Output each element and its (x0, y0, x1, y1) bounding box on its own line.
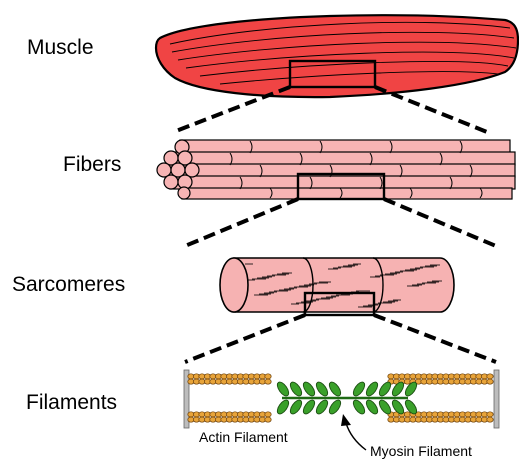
myosin-filament (275, 380, 419, 416)
label-myosin-filament: Myosin Filament (370, 443, 472, 459)
muscle-shape (156, 15, 518, 97)
fiber-bundle (157, 140, 515, 199)
label-actin-filament: Actin Filament (199, 429, 288, 445)
zoom-lines-2 (185, 199, 496, 246)
label-sarcomeres: Sarcomeres (12, 273, 125, 296)
sarcomere-cylinder (220, 258, 454, 312)
zoom-lines-3 (185, 315, 496, 362)
label-filaments: Filaments (26, 391, 117, 414)
z-line-right (494, 370, 499, 428)
label-muscle: Muscle (27, 36, 94, 59)
myosin-pointer-arrow (341, 414, 366, 450)
label-fibers: Fibers (63, 153, 121, 176)
